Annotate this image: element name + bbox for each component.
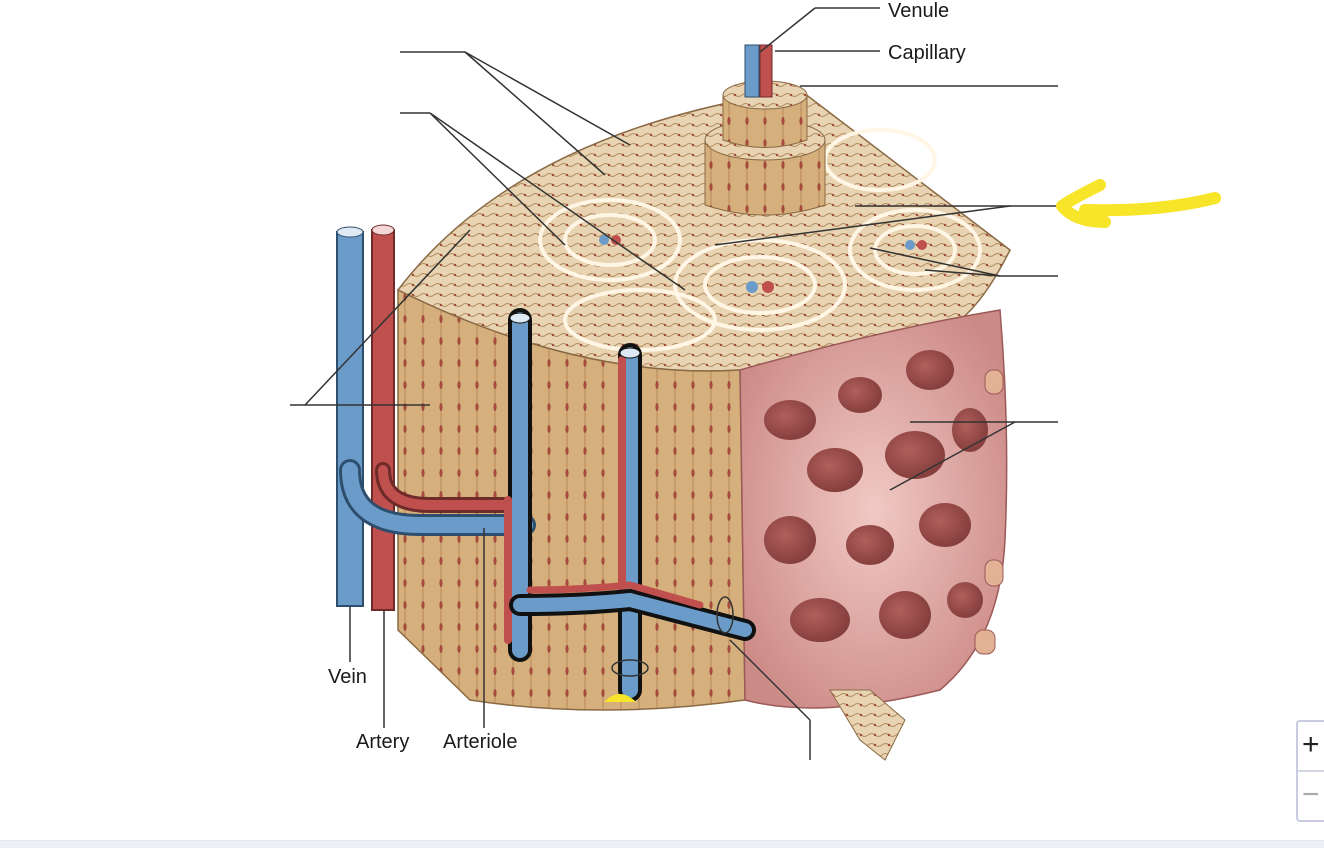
zoom-in-button[interactable]: + xyxy=(1298,722,1324,772)
label-venule: Venule xyxy=(888,0,949,22)
zoom-out-button[interactable]: − xyxy=(1298,772,1324,820)
zoom-control: + − xyxy=(1296,720,1324,822)
bottom-border xyxy=(0,840,1324,848)
central-canals xyxy=(599,235,927,293)
external-artery xyxy=(371,224,395,611)
label-arteriole: Arteriole xyxy=(443,731,517,753)
label-vein: Vein xyxy=(328,666,367,688)
plus-icon: + xyxy=(1302,728,1320,761)
minus-icon: − xyxy=(1302,778,1320,811)
label-artery: Artery xyxy=(356,731,409,753)
yellow-marker-annotation xyxy=(604,694,636,702)
osteon-rings xyxy=(538,128,982,352)
leader-lines xyxy=(290,7,1058,760)
osteon-cylinder xyxy=(704,44,826,216)
label-capillary: Capillary xyxy=(888,42,966,64)
yellow-arrow-annotation xyxy=(1056,179,1221,228)
arteriole-branches xyxy=(339,308,756,702)
external-vein xyxy=(336,226,364,607)
spongy-bone xyxy=(739,309,1008,761)
